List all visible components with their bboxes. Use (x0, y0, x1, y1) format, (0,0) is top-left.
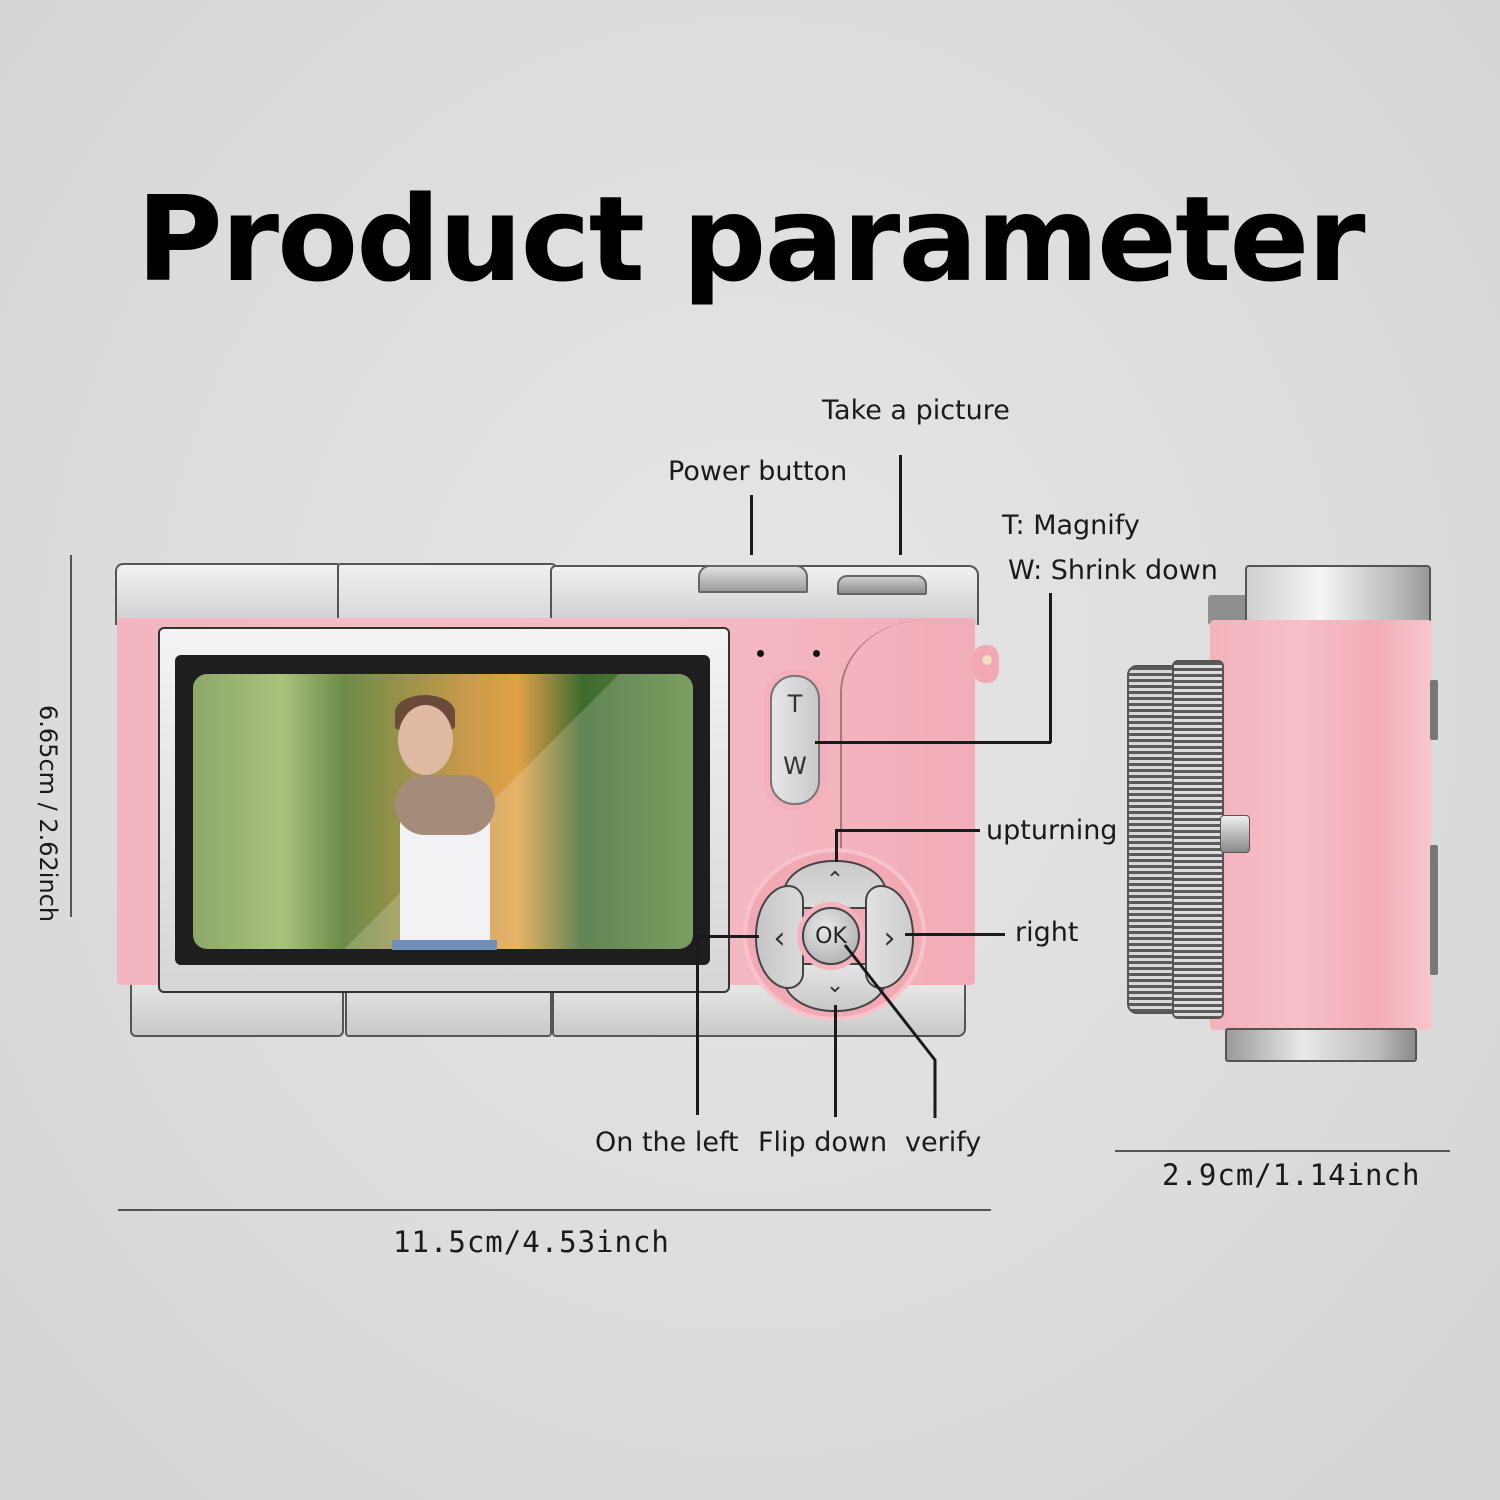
left-arrow-icon: ‹ (773, 921, 786, 956)
depth-dimension-label: 2.9cm/1.14inch (1162, 1158, 1421, 1192)
zoom-t-label: T: Magnify (1002, 510, 1140, 541)
side-bottom-plate (1225, 1028, 1417, 1062)
indicator-light (813, 650, 820, 657)
zoom-wide-button[interactable]: W (783, 752, 807, 780)
zoom-w-label: W: Shrink down (1008, 555, 1218, 586)
up-arrow-icon: ⌃ (825, 868, 845, 893)
power-button-label: Power button (668, 456, 848, 487)
lens-tab (1220, 815, 1250, 853)
zoom-leader-vertical (1049, 593, 1052, 743)
right-arrow-icon: › (883, 921, 896, 956)
preview-person-scarf (395, 775, 495, 835)
verify-label: verify (905, 1127, 982, 1158)
verify-leader-line (843, 944, 937, 1118)
grip-contour (840, 620, 982, 985)
power-button-leader-line (750, 495, 753, 555)
on-the-left-label: On the left (595, 1127, 739, 1158)
flip-down-leader-line (834, 1005, 837, 1117)
right-label: right (1015, 917, 1079, 948)
ok-button[interactable]: OK (802, 907, 860, 965)
power-button[interactable] (698, 565, 808, 593)
bottom-plate-left (130, 985, 344, 1037)
lens-ring-inner (1172, 660, 1224, 1019)
zoom-rocker[interactable] (770, 675, 820, 805)
left-leader-vertical (696, 935, 699, 1115)
microphone-hole (757, 650, 764, 657)
shutter-button[interactable] (837, 575, 927, 595)
side-port-upper (1430, 680, 1438, 740)
down-arrow-icon: ⌄ (825, 973, 845, 998)
take-picture-label: Take a picture (822, 395, 1010, 426)
upturning-leader-vertical (835, 829, 838, 862)
height-dimension-line (70, 555, 72, 917)
preview-person-jeans (392, 940, 497, 950)
top-plate-left (115, 563, 344, 625)
preview-person-head (398, 705, 453, 775)
upturning-label: upturning (986, 815, 1118, 846)
zoom-leader-horizontal (815, 741, 1051, 744)
strap-lug-hole (982, 655, 992, 665)
bottom-plate-middle (345, 985, 552, 1037)
zoom-tele-button[interactable]: T (787, 690, 803, 718)
side-port-lower (1430, 845, 1438, 975)
width-dimension-label: 11.5cm/4.53inch (393, 1225, 670, 1259)
flip-down-label: Flip down (758, 1127, 888, 1158)
depth-dimension-line (1115, 1150, 1450, 1152)
left-leader-horizontal (697, 935, 759, 938)
height-dimension-label: 6.65cm / 2.62inch (34, 705, 62, 923)
width-dimension-line (118, 1209, 991, 1211)
side-top-plate (1245, 565, 1431, 629)
page-title: Product parameter (136, 170, 1365, 308)
upturning-leader-horizontal (835, 829, 980, 832)
right-leader-line (905, 933, 1005, 936)
take-picture-leader-line (899, 455, 902, 555)
